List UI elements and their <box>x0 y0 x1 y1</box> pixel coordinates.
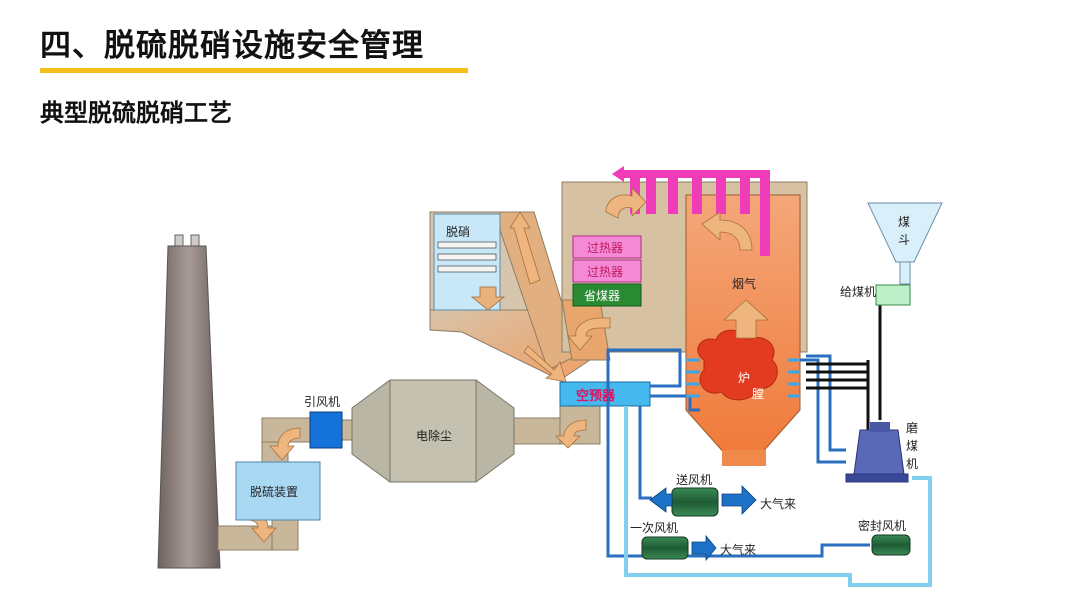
label-precipitator: 电除尘 <box>416 428 452 443</box>
label-furnace-2: 膛 <box>752 387 764 401</box>
label-coal-feeder: 给煤机 <box>840 285 876 299</box>
coal-feeder <box>875 284 911 306</box>
label-denitrification: 脱硝 <box>446 224 470 239</box>
label-superheater-1: 过热器 <box>587 241 623 255</box>
superheater-stack <box>572 235 642 307</box>
primary-air-fan <box>641 536 689 560</box>
label-hopper-2: 斗 <box>898 233 910 247</box>
label-air-preheater: 空预器 <box>576 388 616 404</box>
label-seal-fan: 密封风机 <box>858 518 906 533</box>
label-coal-mill-3: 机 <box>906 457 918 471</box>
label-air-in-1: 大气来 <box>760 496 796 511</box>
coal-mill <box>845 422 909 483</box>
denitrification-unit <box>433 213 506 311</box>
label-air-in-2: 大气来 <box>720 542 756 557</box>
label-forced-fan: 送风机 <box>676 472 712 487</box>
label-hopper-1: 煤 <box>898 215 910 229</box>
coal-pipes <box>806 304 882 430</box>
title-underline <box>40 68 468 73</box>
label-economizer: 省煤器 <box>584 289 620 303</box>
coal-hopper <box>867 202 943 285</box>
label-coal-mill-1: 磨 <box>906 421 918 435</box>
air-preheater <box>559 381 651 407</box>
label-superheater-2: 过热器 <box>587 265 623 279</box>
electrostatic-precipitator <box>351 379 515 483</box>
seal-air-fan <box>871 534 911 556</box>
air-ducts <box>606 348 932 587</box>
induced-fan <box>309 411 343 449</box>
air-arrows <box>649 485 757 562</box>
flame-icon <box>697 329 778 401</box>
label-coal-mill-2: 煤 <box>906 439 918 453</box>
label-furnace-1: 炉 <box>738 371 750 385</box>
chimney <box>157 234 221 569</box>
page-subtitle: 典型脱硫脱硝工艺 <box>40 99 232 127</box>
arrow-left-icon <box>612 166 624 182</box>
desulfurization-unit <box>235 461 321 521</box>
label-primary-fan: 一次风机 <box>630 521 678 535</box>
arrow-down-icon <box>470 286 506 311</box>
page-title: 四、脱硫脱硝设施安全管理 <box>40 28 424 64</box>
forced-draft-fan <box>671 487 719 517</box>
label-desulfurization: 脱硫装置 <box>250 484 298 499</box>
label-flue-gas: 烟气 <box>732 276 756 291</box>
label-induced-fan: 引风机 <box>304 395 340 409</box>
